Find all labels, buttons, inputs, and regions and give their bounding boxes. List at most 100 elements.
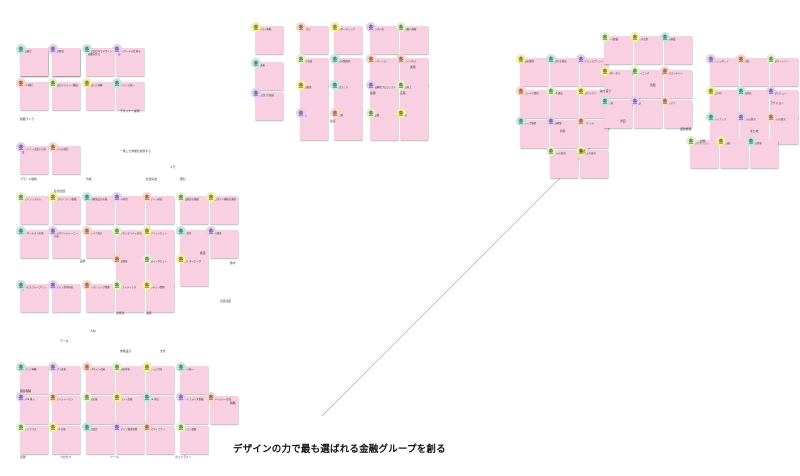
sticky-note[interactable]: 確認事項 (52, 48, 80, 76)
sticky-note[interactable]: 可視化 (740, 58, 768, 86)
sticky-note[interactable]: 一貫した体験 (86, 82, 114, 110)
sticky-note[interactable]: プロトタイピング (180, 258, 208, 286)
sticky-note[interactable]: 追加検討 (20, 48, 48, 76)
sticky-note[interactable]: 業務効率化 (116, 366, 144, 394)
sticky-note[interactable]: UXリサーチの仕組み化 (116, 48, 144, 76)
sticky-note[interactable]: ナレッジ共有 (146, 366, 174, 394)
sticky-note[interactable]: 合意事項 (750, 140, 778, 168)
sticky-note[interactable]: プロダクト横断の連携 (210, 196, 238, 224)
sticky-note[interactable]: CX 向上 (300, 26, 328, 54)
sticky-note[interactable]: 体制づくり (334, 84, 362, 112)
sticky-note[interactable]: ダッシュボード (710, 58, 738, 86)
sticky-note[interactable]: グループ連携 (520, 120, 548, 148)
sticky-note[interactable]: 分析基盤 (664, 36, 692, 64)
sticky-note[interactable]: ガバナンス (580, 120, 608, 148)
author-avatar-icon: 金 (16, 192, 26, 202)
author-avatar-icon: 金 (330, 22, 340, 32)
author-avatar-icon: 金 (330, 80, 340, 90)
sticky-note[interactable]: 予算確保 (300, 84, 328, 112)
sticky-note[interactable]: デザイン研修 (146, 196, 174, 224)
annotation-label: ブランド価値 (20, 177, 37, 181)
sticky-note[interactable]: イベント登壇 (116, 396, 144, 424)
sticky-note[interactable]: 問い合わせ削減 (255, 92, 283, 120)
sticky-note[interactable]: note 発信 (146, 396, 174, 424)
author-avatar-icon: 金 (16, 78, 26, 88)
sticky-note[interactable]: UI 改善 (255, 62, 283, 90)
sticky-note[interactable]: Bさんの意見 (770, 116, 798, 144)
sticky-note[interactable]: デザイントークン (52, 396, 80, 424)
sticky-note[interactable]: 組織横断プロジェクト (370, 84, 398, 112)
sticky-note[interactable]: MVP 検証 (550, 90, 578, 118)
author-avatar-icon: 金 (576, 116, 586, 126)
sticky-note[interactable]: UX ライティング (116, 284, 144, 312)
sticky-note[interactable]: ブランドの統一 (116, 82, 144, 110)
sticky-note[interactable]: Cさんの意見 (550, 150, 578, 178)
author-avatar-icon: 金 (142, 392, 152, 402)
sticky-note[interactable]: 保留 (400, 112, 428, 140)
sticky-note[interactable]: オンボーディング (334, 26, 362, 54)
sticky-note[interactable]: 経営層の理解 (400, 26, 428, 54)
sticky-note[interactable]: イラスト整備 (255, 26, 283, 54)
sticky-note[interactable]: 共通基盤 (550, 120, 578, 148)
sticky-note[interactable]: 定性調査 (210, 230, 238, 258)
sticky-note[interactable]: 未整理 (370, 112, 398, 140)
sticky-note[interactable]: 事業会社内でデザイン組織を作る (86, 48, 114, 76)
sticky-note[interactable]: アクセシビリティ対応 (116, 230, 144, 258)
author-avatar-icon: 金 (766, 112, 776, 122)
sticky-note[interactable]: カスタマージャーニー作成 (52, 230, 80, 258)
sticky-note[interactable]: アイコン整備 (180, 426, 208, 454)
sticky-note[interactable]: アイデア (664, 100, 692, 128)
sticky-note[interactable]: キャリアパス (20, 426, 48, 454)
sticky-note[interactable]: ユーザーテスト実施 (20, 230, 48, 258)
sticky-note[interactable]: デザイン思考研修 (52, 284, 80, 312)
sticky-note[interactable]: 素材ライブラリ (146, 426, 174, 454)
sticky-note[interactable]: Dさんの意見 (580, 150, 608, 178)
sticky-note[interactable]: 信頼の獲得 (520, 58, 548, 86)
sticky-note[interactable]: 新卒採用 (116, 196, 144, 224)
sticky-note[interactable]: eラーニング (634, 70, 662, 98)
sticky-note[interactable]: ルール整備 (604, 36, 632, 64)
sticky-note[interactable]: 評価制度の整備 (180, 196, 208, 224)
sticky-note[interactable]: KPI 設定 (180, 230, 208, 258)
sticky-note[interactable]: ワークショップ開催 (86, 284, 114, 312)
sticky-note[interactable]: デザイン資産管理 (116, 426, 144, 454)
sticky-note[interactable]: UI ガイドライン整備 (52, 196, 80, 224)
sticky-note[interactable]: 1on1 実施 (52, 426, 80, 454)
sticky-note[interactable]: 次のアクション (690, 140, 718, 168)
author-avatar-icon: 金 (176, 192, 186, 202)
sticky-note[interactable]: 社内ポータル (604, 70, 632, 98)
sticky-note[interactable]: 教育コンテンツ (664, 70, 692, 98)
sticky-note[interactable]: ペルソナ設計 (86, 230, 114, 258)
author-avatar-icon: 金 (206, 192, 216, 202)
sticky-note[interactable]: 組織のカルチャー醸成 (52, 82, 80, 110)
sticky-note[interactable]: その他 (334, 112, 362, 140)
sticky-note[interactable]: まとめ (604, 100, 632, 128)
sticky-note[interactable]: 目標設定 (86, 426, 114, 454)
sticky-note[interactable]: デザインレビュー (146, 230, 174, 258)
author-avatar-icon: 金 (82, 192, 92, 202)
sticky-note[interactable]: コンテンツ戦略 (146, 284, 174, 312)
sticky-note[interactable]: 品質向上 (400, 84, 428, 112)
sticky-note[interactable]: 外部パートナー (770, 58, 798, 86)
sticky-note[interactable]: マネージャー育成 (210, 396, 238, 424)
sticky-note[interactable]: 採用広報 (86, 396, 114, 424)
sticky-note[interactable]: 社内勉強会の実施 (86, 196, 114, 224)
sticky-note[interactable]: Figma 導入 (20, 396, 48, 424)
author-avatar-icon: 金 (112, 192, 122, 202)
sticky-note[interactable]: デジタル化 (370, 26, 398, 54)
sticky-note[interactable]: 社外への発信 (52, 146, 80, 174)
sticky-note[interactable]: サービスブループリント (20, 284, 48, 312)
sticky-note[interactable]: ブランド体験 (20, 366, 48, 394)
sticky-note[interactable]: ツール統一 (180, 366, 208, 394)
sticky-note[interactable]: CPO 体制 (20, 82, 48, 110)
sticky-note[interactable]: データ活用 (634, 36, 662, 64)
sticky-note[interactable]: パートナー企業との協業 (20, 146, 48, 174)
sticky-note[interactable]: 振り返り (720, 140, 748, 168)
sticky-note[interactable]: Webサイト改善 (86, 366, 114, 394)
sticky-note[interactable]: ポートフォリオ整備 (180, 396, 208, 424)
sticky-note[interactable]: 選ばれる理由 (550, 58, 578, 86)
sticky-note[interactable]: デザインシステム (20, 196, 48, 224)
sticky-note[interactable]: アジャイル開発 (520, 90, 548, 118)
sticky-note[interactable]: アプリ改善 (52, 366, 80, 394)
